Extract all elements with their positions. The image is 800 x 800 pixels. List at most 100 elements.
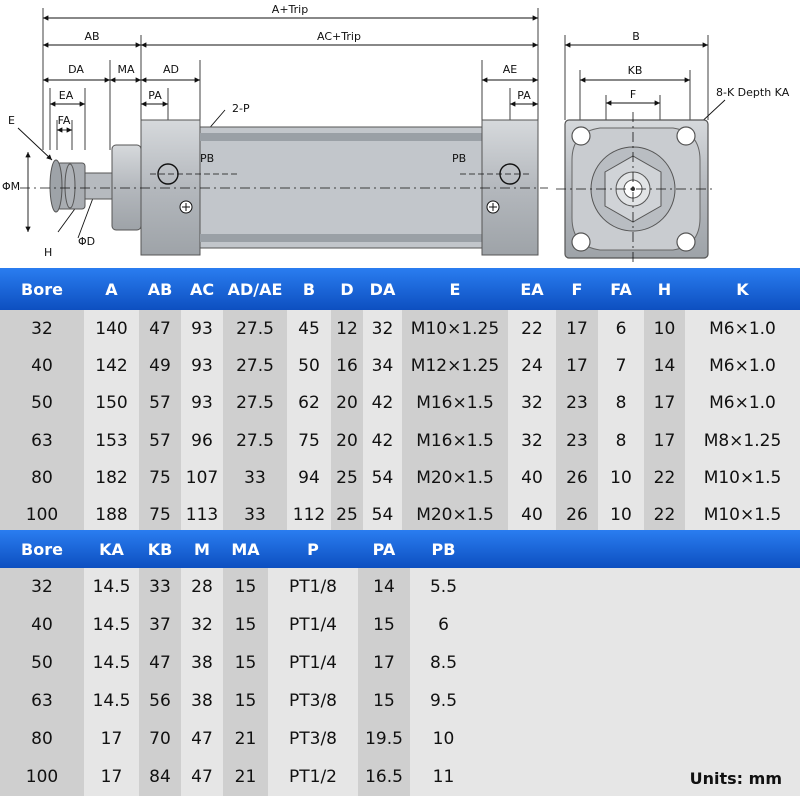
table-cell: 10 (598, 496, 644, 534)
table-cell: M16×1.5 (402, 421, 508, 460)
table-cell: 47 (139, 644, 181, 682)
table-filler-cell (477, 758, 800, 796)
table-cell: 47 (139, 310, 181, 348)
table-cell: 94 (287, 459, 331, 497)
table2-header-bore: Bore (0, 530, 84, 568)
table1-header-ab: AB (139, 268, 181, 310)
table-cell: 32 (0, 568, 84, 606)
table-cell: 93 (181, 347, 223, 385)
table-cell: 75 (139, 496, 181, 534)
table2-header-kb: KB (139, 530, 181, 568)
extension-lines (42, 8, 539, 175)
table-cell: 27.5 (223, 310, 287, 348)
table-cell: M8×1.25 (685, 421, 800, 460)
table-cell: 15 (358, 682, 410, 720)
table1-header-ad-ae: AD/AE (223, 268, 287, 310)
table1-header-d: D (331, 268, 363, 310)
table-cell: 14.5 (84, 644, 139, 682)
label-ae: AE (503, 63, 518, 76)
table-cell: 10 (410, 720, 477, 758)
table-cell: 84 (139, 758, 181, 796)
units-note: Units: mm (689, 769, 782, 788)
table-filler-cell (477, 720, 800, 758)
table-cell: 27.5 (223, 421, 287, 460)
table-cell: 26 (556, 459, 598, 497)
table-cell: 14.5 (84, 568, 139, 606)
table-cell: 142 (84, 347, 139, 385)
table-cell: M6×1.0 (685, 384, 800, 422)
table-cell: 27.5 (223, 384, 287, 422)
label-e: E (8, 114, 15, 127)
table-cell: M12×1.25 (402, 347, 508, 385)
label-ab: AB (84, 30, 99, 43)
table-cell: 100 (0, 496, 84, 534)
label-pb-right: PB (452, 152, 466, 165)
table-cell: 56 (139, 682, 181, 720)
table-cell: 22 (644, 459, 685, 497)
table-cell: 17 (556, 310, 598, 348)
table-cell: 40 (508, 459, 556, 497)
label-ea: EA (59, 89, 74, 102)
table1-header-ac: AC (181, 268, 223, 310)
table-cell: 14.5 (84, 606, 139, 644)
table-cell: 22 (508, 310, 556, 348)
table-cell: 45 (287, 310, 331, 348)
table-cell: 153 (84, 421, 139, 460)
table-cell: 37 (139, 606, 181, 644)
table-cell: PT1/4 (268, 606, 358, 644)
table1-header-k: K (685, 268, 800, 310)
table-cell: 15 (223, 644, 268, 682)
cylinder-side-view (20, 119, 548, 256)
table-cell: 20 (331, 384, 363, 422)
table-cell: 24 (508, 347, 556, 385)
table-cell: 54 (363, 496, 402, 534)
table-cell: 50 (0, 384, 84, 422)
table-cell: 80 (0, 459, 84, 497)
table-cell: M20×1.5 (402, 496, 508, 534)
table-cell: 17 (556, 347, 598, 385)
label-ac-trip: AC+Trip (317, 30, 361, 43)
table-cell: 14 (644, 347, 685, 385)
label-ma: MA (117, 63, 134, 76)
label-a-trip: A+Trip (272, 3, 308, 16)
table-cell: M6×1.0 (685, 347, 800, 385)
table-cell: 40 (0, 606, 84, 644)
table-cell: 17 (358, 644, 410, 682)
table-cell: 32 (181, 606, 223, 644)
table-cell: PT3/8 (268, 682, 358, 720)
table-cell: 25 (331, 459, 363, 497)
table-cell: 62 (287, 384, 331, 422)
table-cell: 38 (181, 682, 223, 720)
table-cell: 23 (556, 384, 598, 422)
table-filler-cell (477, 682, 800, 720)
table-cell: 33 (139, 568, 181, 606)
table-cell: M16×1.5 (402, 384, 508, 422)
table1-header-b: B (287, 268, 331, 310)
table-filler-cell (477, 568, 800, 606)
table-cell: 28 (181, 568, 223, 606)
table2-header-p: P (268, 530, 358, 568)
label-ad: AD (163, 63, 179, 76)
table-cell: 40 (508, 496, 556, 534)
table-cell: 42 (363, 421, 402, 460)
table-cell: 57 (139, 384, 181, 422)
table-cell: 33 (223, 496, 287, 534)
table2-header-ma: MA (223, 530, 268, 568)
table-cell: 49 (139, 347, 181, 385)
label-f: F (630, 88, 636, 101)
label-da: DA (68, 63, 84, 76)
table1-header-e: E (402, 268, 508, 310)
table-cell: 50 (287, 347, 331, 385)
label-pa-right: PA (517, 89, 531, 102)
table-cell: 10 (598, 459, 644, 497)
table-cell: 17 (84, 758, 139, 796)
label-pb-left: PB (200, 152, 214, 165)
table-cell: 40 (0, 347, 84, 385)
